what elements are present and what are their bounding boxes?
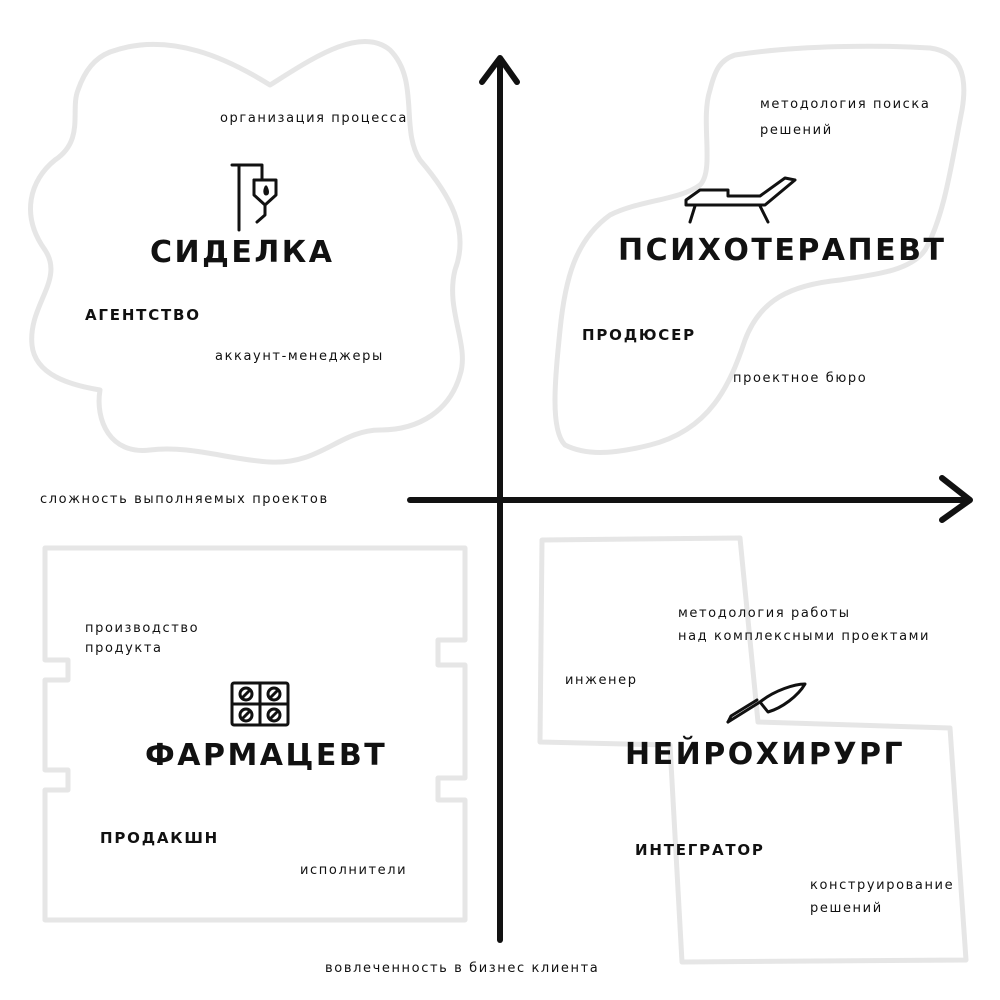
top-left-role: АГЕНТСТВО — [85, 306, 201, 324]
bottom-left-role: ПРОДАКШН — [100, 829, 219, 847]
bottom-right-note-line2: решений — [810, 901, 883, 916]
top-right-role: ПРОДЮСЕР — [582, 326, 696, 344]
bottom-right-side-note: инженер — [565, 673, 638, 688]
bottom-left-top-note-line2: продукта — [85, 641, 163, 656]
bottom-right-note-line1: конструирование — [810, 878, 954, 893]
bottom-right-top-note-line2: над комплексными проектами — [678, 629, 930, 644]
lounge-chair-icon — [684, 176, 797, 224]
top-right-title: ПСИХОТЕРАПЕВТ — [618, 233, 946, 268]
top-left-title: СИДЕЛКА — [150, 235, 335, 270]
bottom-left-note: исполнители — [300, 863, 407, 878]
x-axis-label: сложность выполняемых проектов — [40, 492, 329, 507]
scalpel-icon — [726, 682, 807, 724]
vertical-axis-arrowhead — [479, 55, 520, 85]
bottom-right-top-note-line1: методология работы — [678, 606, 851, 621]
top-right-top-note-line1: методология поиска — [760, 97, 930, 112]
top-right-top-note-line2: решений — [760, 123, 833, 138]
region-top-left-blob — [28, 38, 465, 465]
y-axis-label: вовлеченность в бизнес клиента — [325, 961, 599, 976]
bottom-left-top-note-line1: производство — [85, 621, 199, 636]
top-left-top-note: организация процесса — [220, 111, 408, 126]
pill-blister-icon — [230, 681, 290, 727]
region-bottom-left-rect — [42, 545, 468, 923]
bottom-right-role: ИНТЕГРАТОР — [635, 841, 765, 859]
region-top-right-blob — [552, 43, 967, 455]
top-right-note: проектное бюро — [733, 371, 867, 386]
iv-drip-icon — [230, 163, 278, 232]
horizontal-axis-arrowhead — [939, 475, 973, 523]
bottom-right-title: НЕЙРОХИРУРГ — [625, 736, 905, 772]
bottom-left-title: ФАРМАЦЕВТ — [145, 738, 387, 773]
top-left-note: аккаунт-менеджеры — [215, 349, 384, 364]
region-bottom-right-shape — [537, 535, 969, 965]
